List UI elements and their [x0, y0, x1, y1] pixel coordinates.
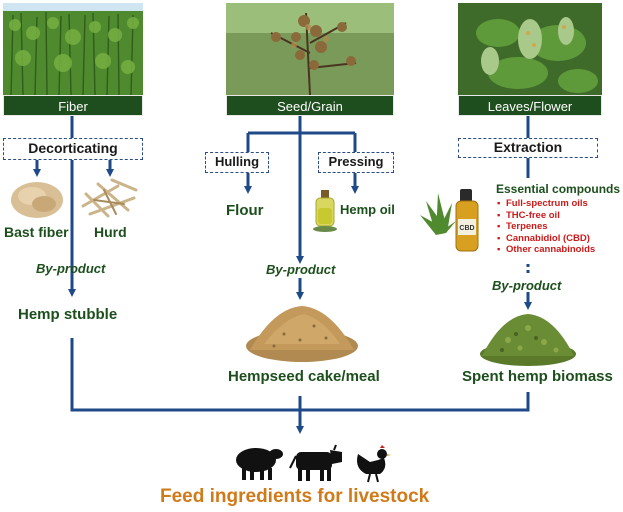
bast-fiber-image: [10, 178, 64, 220]
footer-title: Feed ingredients for livestock: [160, 486, 430, 507]
hurd-label: Hurd: [94, 224, 127, 240]
essential-compounds-title: Essential compounds: [496, 182, 621, 196]
compound-item: Cannabidiol (CBD): [497, 233, 595, 245]
chicken-icon: [352, 444, 392, 484]
cow-icon: [286, 444, 346, 482]
leaves-byproduct-label: By-product: [492, 278, 562, 293]
fiber-banner: Fiber: [3, 95, 143, 116]
compound-item: Terpenes: [497, 221, 595, 233]
leaves-flower-banner: Leaves/Flower: [458, 95, 602, 116]
compounds-list: Full-spectrum oils THC-free oil Terpenes…: [497, 198, 595, 256]
compound-item: THC-free oil: [497, 210, 595, 222]
cbd-bottle-label: CBD: [459, 225, 474, 232]
cbd-oil-image: CBD: [416, 185, 494, 255]
hurd-image: [78, 176, 140, 220]
hempseed-cake-image: [244, 300, 360, 364]
decorticating-box: Decorticating: [3, 138, 143, 160]
sheep-icon: [230, 442, 284, 482]
flour-label: Flour: [226, 202, 264, 219]
hulling-box: Hulling: [205, 152, 269, 173]
extraction-box: Extraction: [458, 138, 598, 158]
pressing-box: Pressing: [318, 152, 394, 173]
leaves-flower-photo: [458, 3, 602, 95]
seed-grain-banner: Seed/Grain: [226, 95, 394, 116]
compound-item: Other cannabinoids: [497, 244, 595, 256]
seed-plant-photo: [226, 3, 394, 95]
bast-fiber-label: Bast fiber: [4, 224, 69, 240]
hemp-oil-label: Hemp oil: [340, 202, 395, 217]
fiber-field-photo: [3, 3, 143, 95]
fiber-byproduct-label: By-product: [36, 261, 106, 276]
seed-byproduct-label: By-product: [266, 262, 336, 277]
spent-biomass-label: Spent hemp biomass: [462, 368, 613, 385]
spent-biomass-image: [478, 310, 578, 366]
hempseed-cake-label: Hempseed cake/meal: [228, 368, 380, 385]
hemp-oil-image: [310, 188, 340, 232]
compound-item: Full-spectrum oils: [497, 198, 595, 210]
hemp-stubble-label: Hemp stubble: [18, 306, 118, 323]
